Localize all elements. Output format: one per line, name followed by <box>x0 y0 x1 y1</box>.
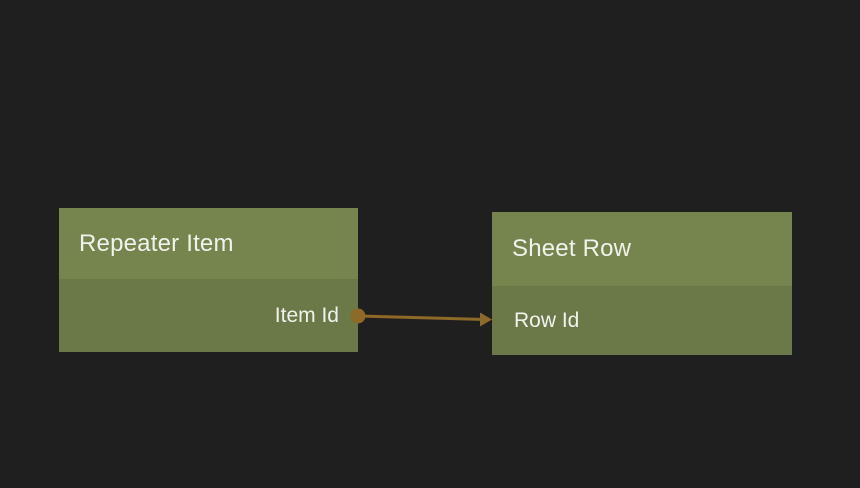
connection-arrowhead-icon <box>480 312 492 327</box>
node-repeater-item-header: Repeater Item <box>59 208 358 279</box>
node-title: Sheet Row <box>512 235 632 262</box>
node-title: Repeater Item <box>79 229 234 257</box>
node-repeater-item[interactable]: Repeater Item Item Id <box>59 208 358 352</box>
field-item-id[interactable]: Item Id <box>274 303 339 327</box>
node-sheet-row-body: Row Id <box>492 286 792 355</box>
node-repeater-item-body: Item Id <box>59 279 358 352</box>
field-row-id[interactable]: Row Id <box>514 308 580 332</box>
node-sheet-row-header: Sheet Row <box>492 212 792 286</box>
connection-line[interactable] <box>357 314 482 321</box>
node-sheet-row[interactable]: Sheet Row Row Id <box>492 212 792 355</box>
